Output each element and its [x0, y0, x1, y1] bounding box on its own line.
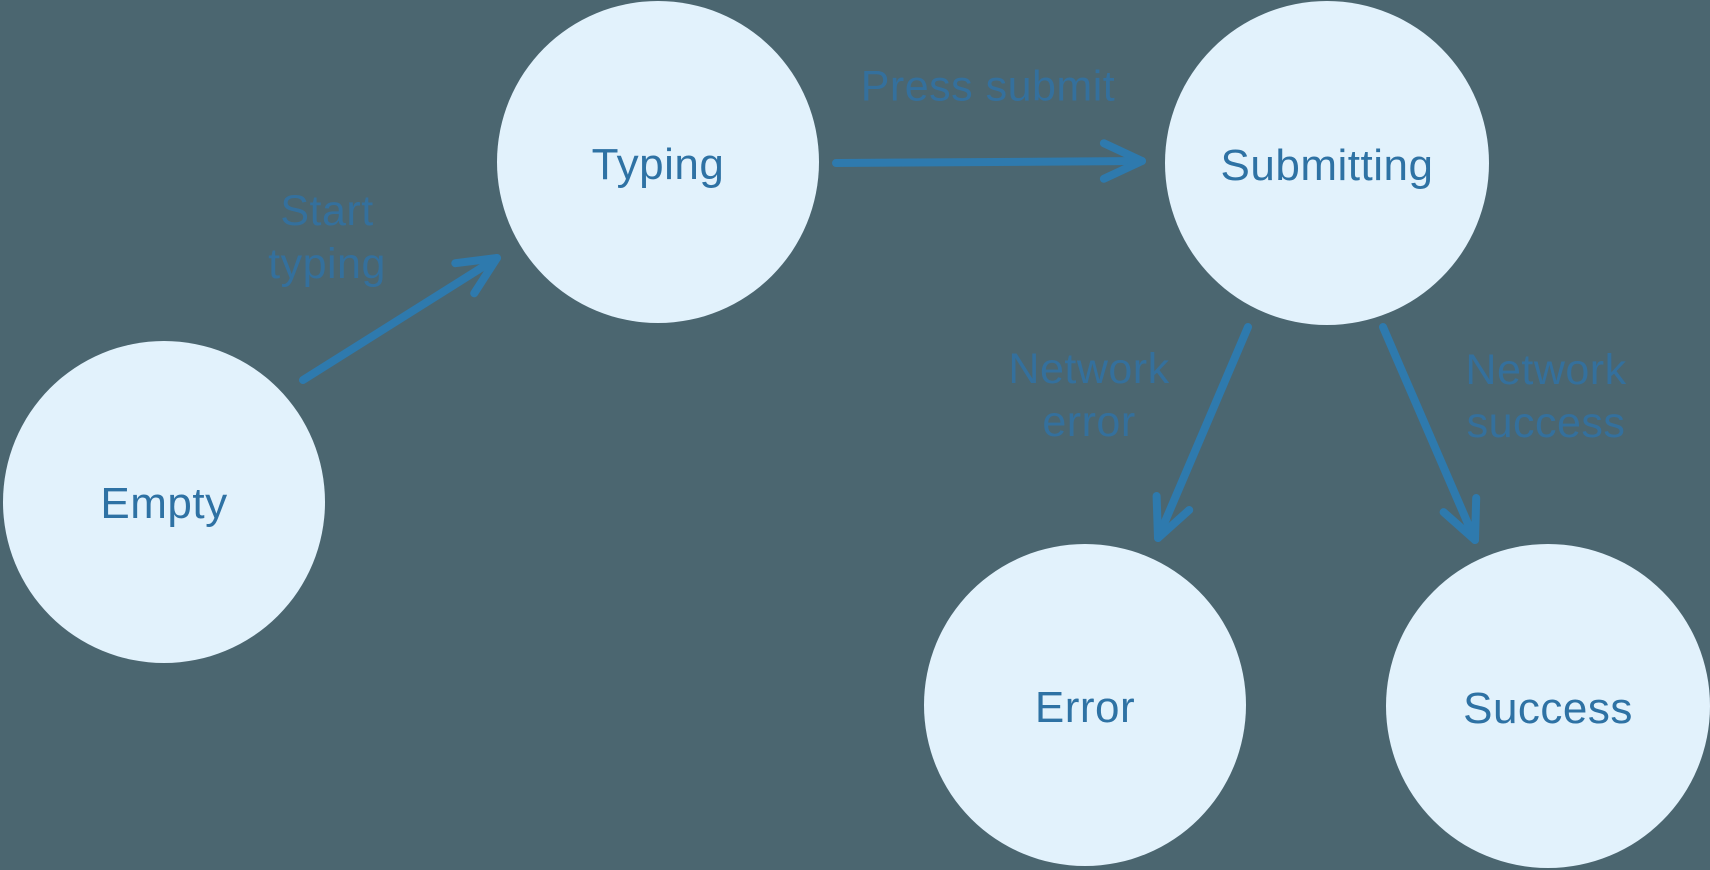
arrow-shaft — [1379, 323, 1479, 544]
state-circle-success — [1386, 544, 1710, 868]
arrowhead-icon — [1099, 139, 1146, 183]
state-label-empty: Empty — [100, 479, 228, 528]
edge-label-line: Network — [1465, 346, 1627, 394]
state-circle-submitting — [1165, 1, 1489, 325]
arrowhead-icon — [1439, 494, 1481, 544]
edge-arrow-press-submit — [832, 139, 1146, 183]
edge-label-press-submit: Press submit — [861, 61, 1116, 114]
edge-label-line: success — [1466, 399, 1626, 447]
edge-arrow-network-error — [1152, 323, 1252, 542]
edge-label-line: typing — [268, 240, 386, 288]
arrow-shaft — [832, 157, 1146, 167]
edge-label-line: Network — [1008, 345, 1170, 393]
edge-arrow-start-typing — [299, 254, 501, 384]
state-label-success: Success — [1463, 684, 1633, 733]
edge-label-line: Press submit — [860, 62, 1116, 111]
arrow-shaft — [1154, 323, 1252, 542]
state-label-typing: Typing — [591, 140, 725, 189]
state-label-error: Error — [1034, 683, 1136, 732]
arrow-shaft — [299, 254, 501, 384]
edge-label-network-error: Network error — [1008, 343, 1169, 449]
arrowhead-icon — [1152, 492, 1194, 542]
state-circle-error — [924, 544, 1246, 866]
state-circle-typing — [497, 1, 819, 323]
edge-label-network-success: Network success — [1465, 344, 1626, 450]
edge-arrow-network-success — [1379, 323, 1481, 544]
state-circle-empty — [3, 341, 325, 663]
edge-label-line: error — [1042, 398, 1136, 446]
edge-label-start-typing: Start typing — [268, 185, 386, 291]
edge-label-line: Start — [280, 187, 374, 235]
state-label-submitting: Submitting — [1220, 141, 1434, 190]
arrowhead-icon — [451, 254, 501, 298]
